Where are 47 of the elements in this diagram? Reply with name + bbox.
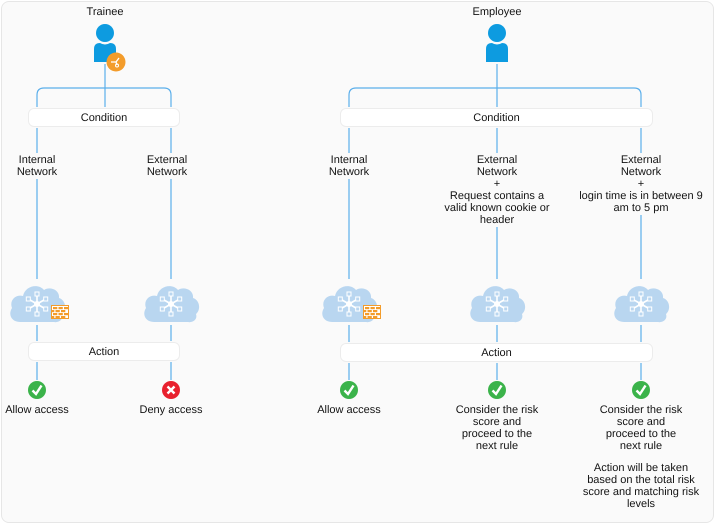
condition-text: Internal Network	[328, 154, 370, 178]
connector-line	[640, 363, 642, 380]
connector-line	[640, 128, 642, 153]
band-label: Condition	[473, 112, 520, 124]
label-band	[28, 108, 180, 127]
condition-text: External Network	[146, 154, 188, 178]
connector-line	[36, 325, 38, 341]
action-text: Allow access	[317, 404, 381, 416]
label-band	[340, 108, 653, 127]
connector-line	[348, 363, 350, 380]
condition-text: +	[494, 178, 500, 190]
condition-text: External Network	[476, 154, 518, 178]
band-label: Action	[88, 346, 120, 358]
label-band	[28, 342, 180, 361]
action-text: Allow access	[5, 404, 69, 416]
connector-line	[36, 63, 172, 108]
connector-line	[36, 179, 38, 279]
person-label: Trainee	[86, 6, 124, 18]
person-label: Employee	[472, 6, 522, 18]
connector-line	[170, 179, 172, 279]
connector-line	[348, 325, 350, 342]
label-band	[340, 343, 653, 362]
action-text: Action will be taken based on the total risk score and matching risk levels	[582, 462, 700, 510]
connector-line	[170, 362, 172, 380]
connector-line	[640, 325, 642, 342]
connector-line	[640, 215, 642, 279]
condition-text: External Network	[620, 154, 662, 178]
connector-line	[496, 363, 498, 380]
connector-line	[170, 128, 172, 153]
connector-line	[36, 362, 38, 380]
connector-line	[36, 128, 38, 153]
condition-text: +	[638, 178, 644, 190]
action-text: Consider the risk score and proceed to the next rule	[454, 404, 540, 452]
connector-line	[348, 128, 350, 153]
connector-line	[496, 325, 498, 342]
band-label: Action	[481, 346, 512, 358]
connector-line	[170, 325, 172, 341]
connector-line	[496, 227, 498, 279]
action-text: Consider the risk score and proceed to the next rule	[598, 404, 684, 452]
condition-text: Internal Network	[16, 154, 58, 178]
condition-text: login time is in between 9 am to 5 pm	[578, 190, 704, 214]
band-label: Condition	[80, 112, 128, 124]
connector-line	[348, 63, 642, 108]
action-text: Deny access	[140, 404, 202, 416]
connector-line	[496, 128, 498, 153]
connector-line	[348, 179, 350, 279]
condition-text: Request contains a valid known cookie or header	[443, 190, 551, 226]
